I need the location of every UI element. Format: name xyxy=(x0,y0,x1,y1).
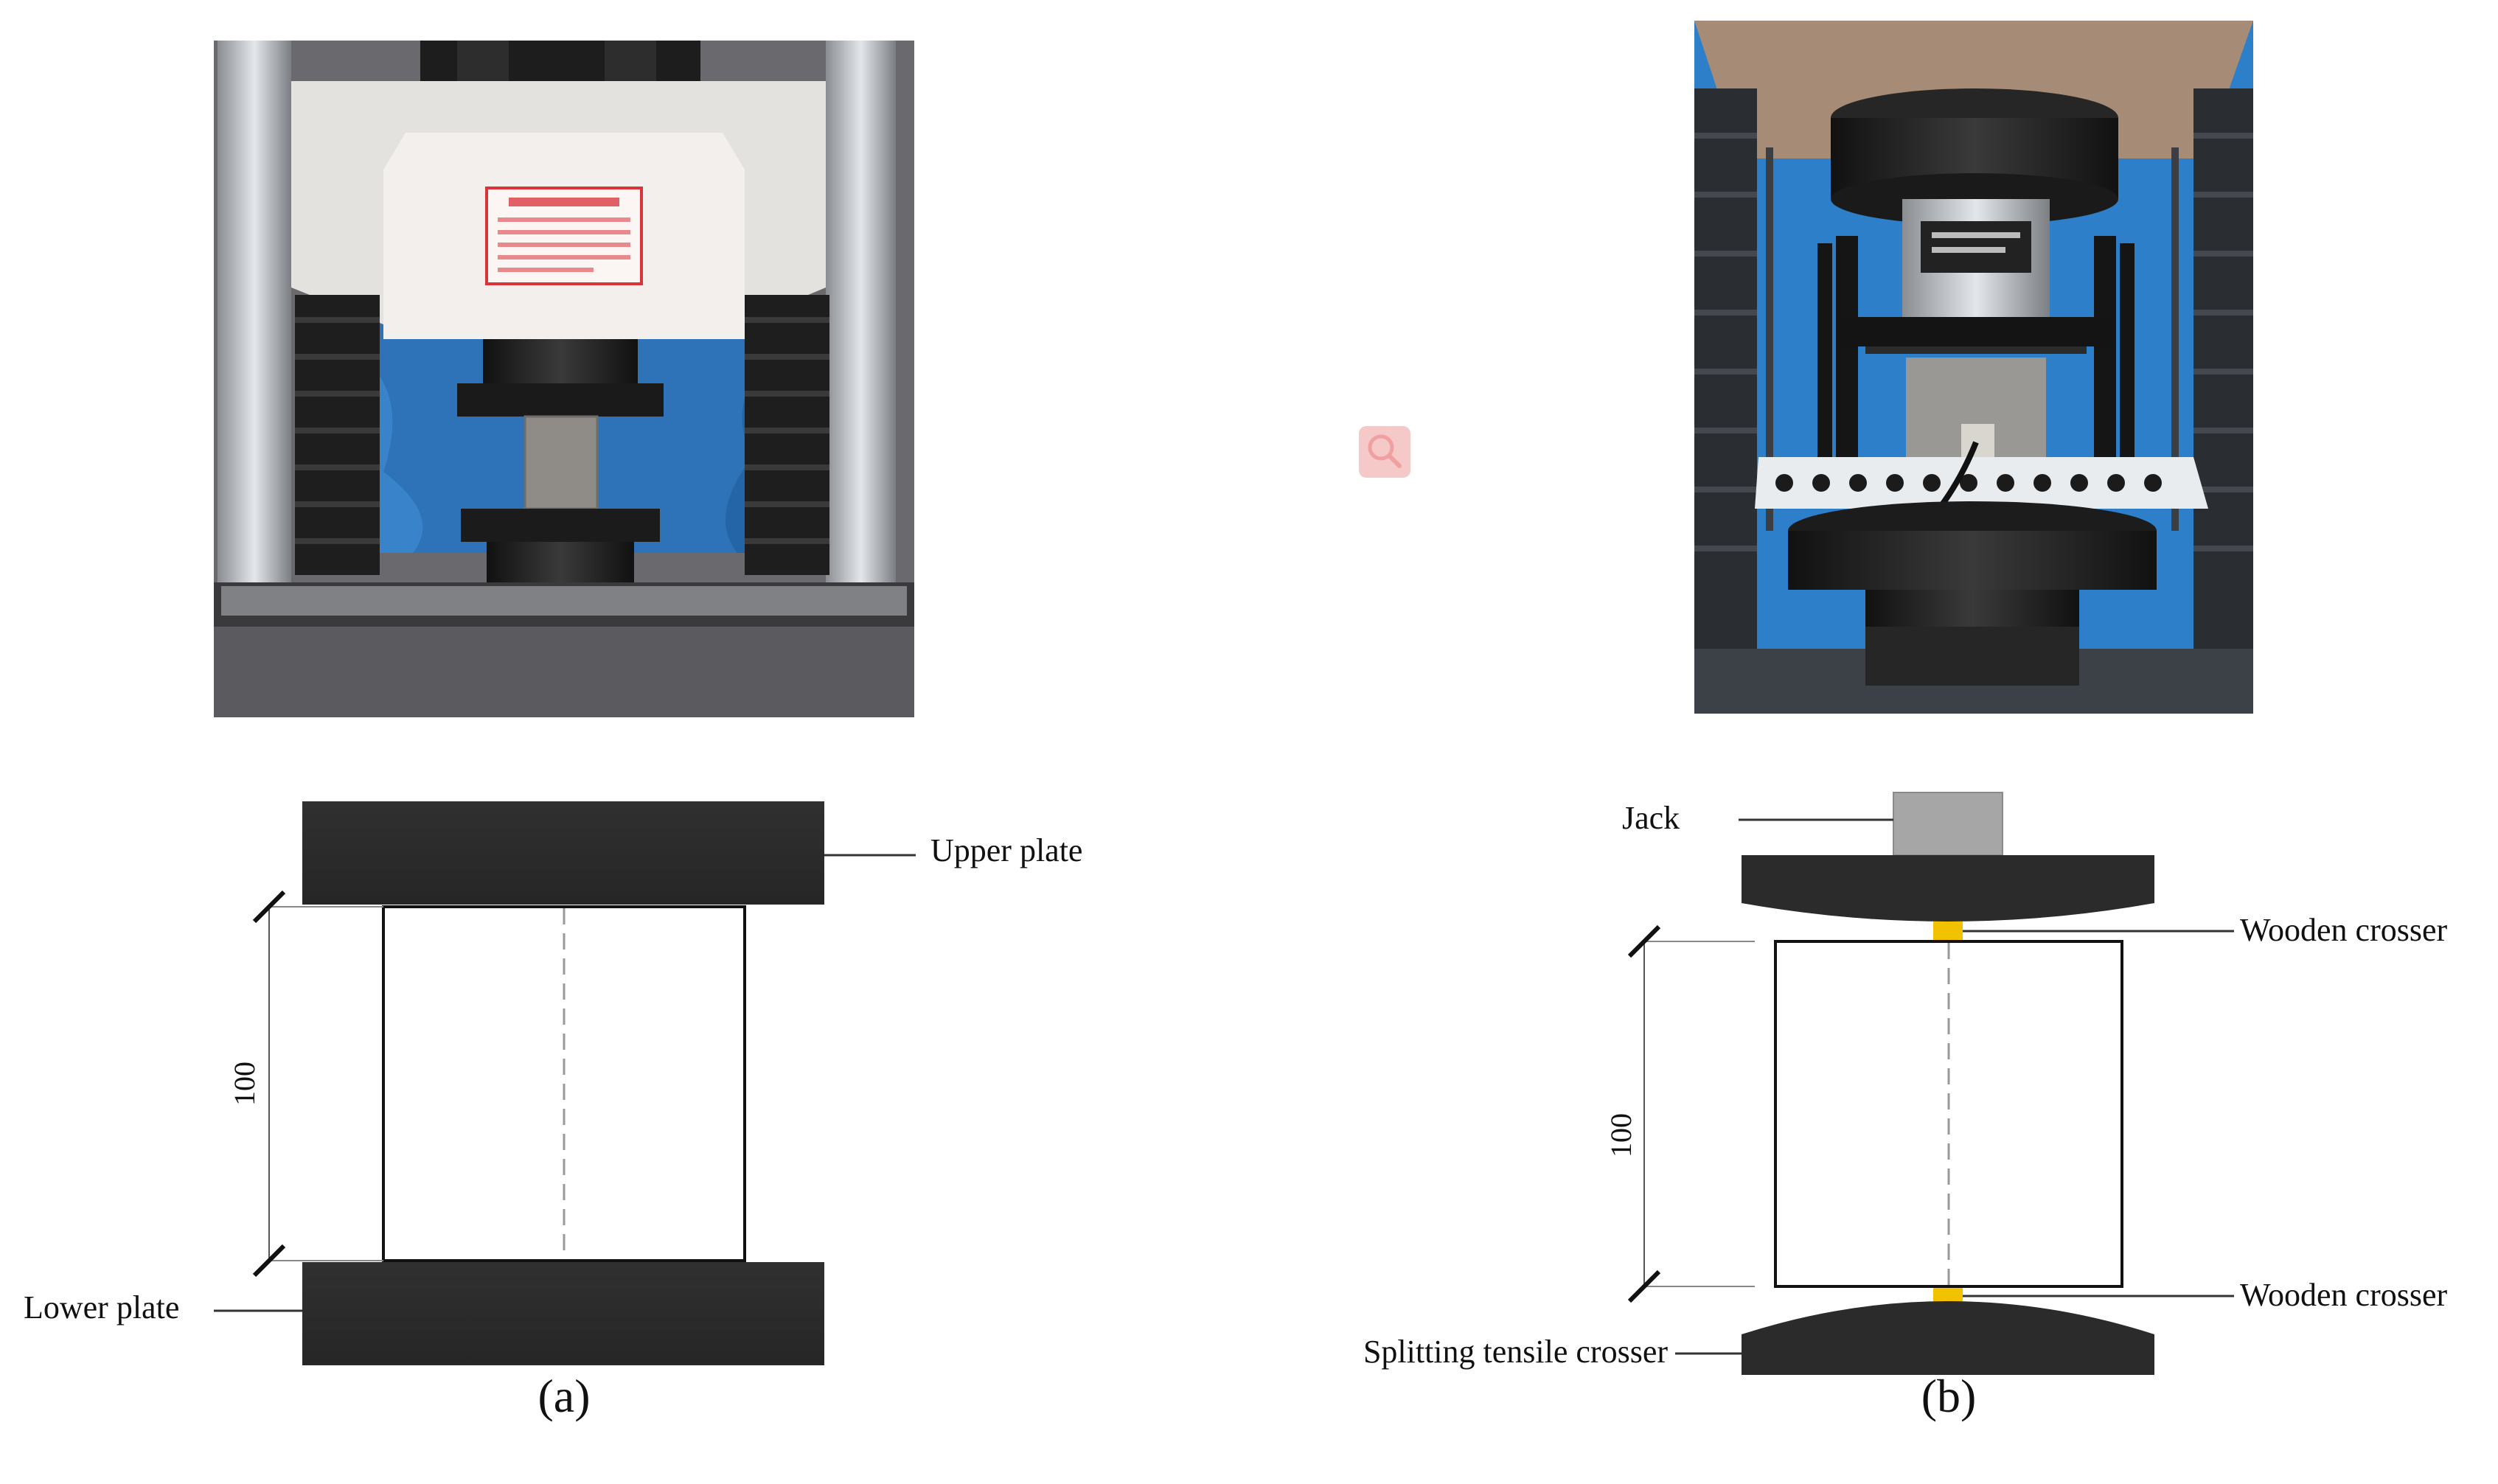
upper-crosser xyxy=(1742,855,2154,922)
wooden-crosser-top-label: Wooden crosser xyxy=(2240,912,2447,948)
wooden-crosser-top xyxy=(1933,922,1963,940)
photo-compression-test xyxy=(214,41,914,717)
splitting-tensile-crosser xyxy=(1742,1301,2154,1375)
magnifier-icon[interactable] xyxy=(1359,426,1410,478)
wooden-crosser-bottom-label: Wooden crosser xyxy=(2240,1277,2447,1313)
dimension-label-b: 100 xyxy=(1604,1113,1638,1157)
schematic-splitting-tensile: 100 Jack Wooden crosser Wooden crosser S… xyxy=(1363,792,2447,1422)
splitting-tensile-crosser-label: Splitting tensile crosser xyxy=(1363,1334,1668,1370)
upper-plate xyxy=(302,801,824,905)
caption-b: (b) xyxy=(1921,1370,1977,1422)
jack xyxy=(1893,792,2003,856)
wooden-crosser-bottom xyxy=(1933,1288,1963,1304)
caption-a: (a) xyxy=(537,1370,590,1422)
upper-plate-label: Upper plate xyxy=(930,832,1082,868)
lower-plate-label: Lower plate xyxy=(24,1289,179,1326)
schematic-compression: 100 Upper plate Lower plate (a) xyxy=(24,801,1082,1422)
jack-label: Jack xyxy=(1622,800,1680,836)
dimension-label-a: 100 xyxy=(228,1062,261,1106)
lower-plate xyxy=(302,1262,824,1365)
photo-splitting-tensile-test xyxy=(1694,21,2253,714)
